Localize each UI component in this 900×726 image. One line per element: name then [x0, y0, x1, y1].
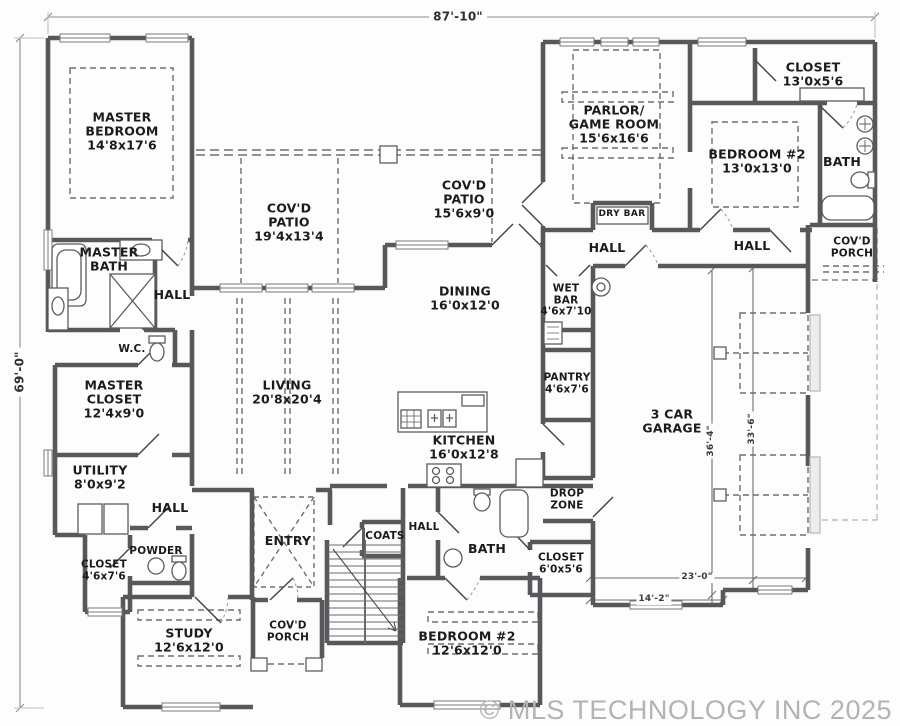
bath-tub-icon [499, 489, 529, 538]
dim-overall-depth: 69'-0" [12, 347, 27, 397]
room-label-hall-right: HALL [733, 238, 771, 254]
wc-toilet-icon [148, 335, 166, 344]
dim-garage-side: 33'-6" [747, 411, 758, 447]
room-label-drop-zone: DROP ZONE [549, 487, 585, 511]
copyright-watermark: © MLS TECHNOLOGY INC 2025 [479, 695, 892, 725]
garage-door-motor [713, 488, 727, 502]
dim-garage-width: 23'-0" [679, 572, 715, 583]
room-label-coats: COATS [365, 530, 405, 543]
garage-door-panel [809, 314, 821, 392]
room-label-entry: ENTRY [264, 533, 312, 549]
porch-post [305, 657, 323, 672]
range-icon [426, 463, 462, 488]
dryer-icon [103, 503, 129, 535]
fixtures [47, 87, 876, 672]
room-label-garage: 3 CAR GARAGE [642, 406, 702, 435]
room-label-covd-porch-front: COV'D PORCH [266, 619, 310, 643]
room-label-hall-utility: HALL [151, 500, 189, 516]
dry-bar-counter [596, 206, 649, 225]
patio-post [379, 145, 398, 164]
washer-icon [77, 503, 103, 535]
garage-door-panel [809, 456, 821, 534]
island-sink-icon [461, 394, 485, 407]
windows [43, 33, 793, 712]
room-label-bath-right: BATH [822, 154, 862, 170]
dim-garage-depth: 36'-4" [706, 423, 717, 459]
room-label-hall-master: HALL [153, 287, 191, 303]
garage-door-motor [713, 346, 727, 360]
bath-right-tub-icon [821, 195, 875, 221]
room-label-powder: POWDER [129, 545, 183, 558]
powder-sink-icon [147, 557, 165, 575]
room-label-hall-center: HALL [588, 240, 626, 256]
closet-shelf [799, 87, 865, 102]
dimension-lines [14, 12, 880, 713]
doors [109, 59, 858, 624]
dim-overall-width: 87'-10" [429, 10, 487, 24]
room-label-bath-mid: BATH [467, 541, 507, 557]
room-label-hall-mid: HALL [408, 521, 440, 534]
room-label-wc: W.C. [118, 343, 146, 356]
room-label-covd-porch-right: COV'D PORCH [830, 235, 874, 259]
porch-post [250, 657, 268, 672]
room-label-dry-bar: DRY BAR [598, 209, 646, 220]
room-label-master-bath: MASTER BATH [79, 244, 139, 273]
dim-garage-door-span: 14'-2" [636, 594, 672, 605]
bath-sink-icon [443, 548, 463, 568]
walls [45, 35, 878, 710]
fridge-icon [515, 458, 544, 488]
